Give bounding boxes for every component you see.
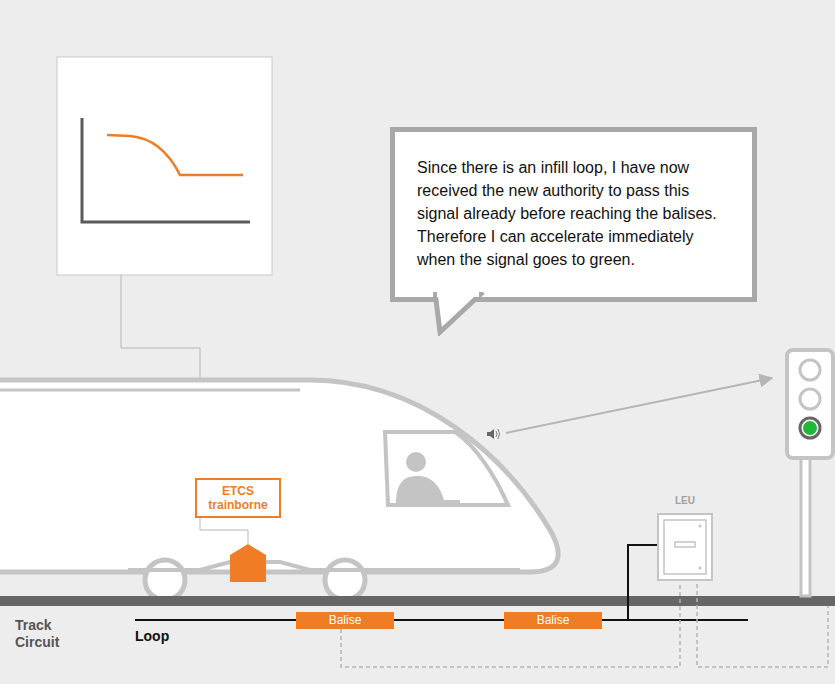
train-underframe bbox=[128, 562, 520, 570]
loop-label: Loop bbox=[135, 628, 195, 645]
sight-arrow bbox=[506, 378, 772, 433]
leu-cabinet-text: LEU bbox=[655, 494, 715, 508]
antenna-wire bbox=[200, 517, 248, 544]
trainborne-box: ETCS trainborne bbox=[195, 478, 281, 518]
speaker-icon bbox=[487, 429, 500, 439]
train bbox=[0, 380, 558, 572]
bubble-tail bbox=[433, 292, 493, 336]
balise: Balise bbox=[504, 612, 602, 629]
rail bbox=[0, 596, 835, 606]
balise-text: Balise bbox=[296, 612, 394, 629]
balise: Balise bbox=[296, 612, 394, 629]
track-circuit-label: Track Circuit bbox=[15, 617, 95, 651]
speed-curve-panel bbox=[57, 57, 272, 275]
speech-bubble-text: Since there is an infill loop, I have no… bbox=[417, 156, 728, 271]
infill-loop bbox=[135, 619, 748, 621]
balise-text: Balise bbox=[504, 612, 602, 629]
driver-figure bbox=[396, 452, 460, 505]
loop-feed-wire bbox=[628, 545, 657, 620]
speech-bubble: Since there is an infill loop, I have no… bbox=[390, 127, 757, 302]
leu-cabinet-drawing bbox=[655, 512, 715, 584]
leu-cabinet: LEU bbox=[655, 494, 715, 584]
antenna bbox=[230, 544, 266, 582]
signal bbox=[787, 350, 833, 596]
trainborne-box-text: ETCS trainborne bbox=[200, 484, 276, 512]
